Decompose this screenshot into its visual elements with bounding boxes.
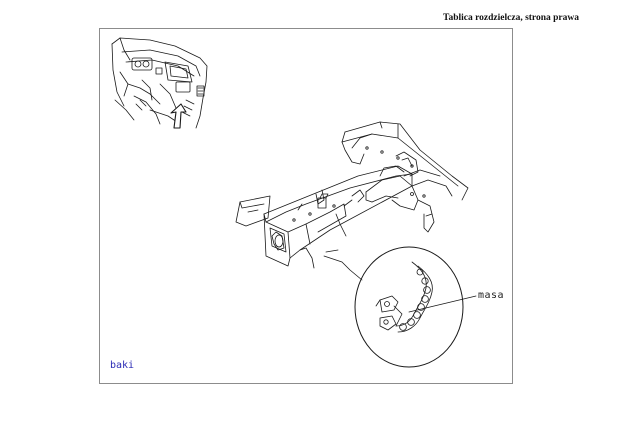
figure-caption: baki xyxy=(110,360,135,371)
figure-frame xyxy=(99,28,513,384)
ground-connector-detail xyxy=(354,246,477,368)
page-title: Tablica rozdzielcza, strona prawa xyxy=(443,13,579,23)
dashboard-locator-illustration xyxy=(111,37,208,129)
chassis-frame-illustration xyxy=(235,121,469,281)
ground-callout-label: masa xyxy=(478,290,505,301)
